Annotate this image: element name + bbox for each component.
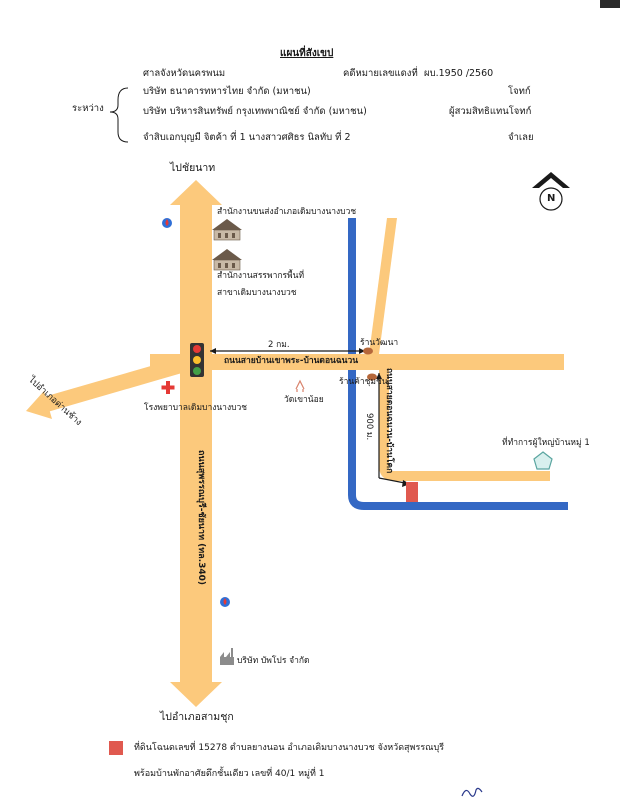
north-arrow xyxy=(532,172,570,211)
label-side-road: ถนนสายดอนฉนวน-บ้านโคก xyxy=(384,368,394,474)
role-defendant: จำเลย xyxy=(508,132,534,143)
temple-icon xyxy=(295,379,305,392)
party-defendant: จำสิบเอกบุญมี จิตค้า ที่ 1 นางสาวศศิธร น… xyxy=(143,132,351,143)
label-revenue-office-2: สาขาเดิมบางนางบวช xyxy=(217,288,297,298)
label-distance-2km: 2 กม. xyxy=(268,340,290,350)
label-main-road: ถนนสุพรรณบุรี-ชัยนาท (ทล.340) xyxy=(196,450,206,586)
hospital-icon xyxy=(161,381,175,394)
village-office-icon xyxy=(533,451,553,470)
party-plaintiff: บริษัท ธนาคารทหารไทย จำกัด (มหาชน) xyxy=(143,86,311,97)
shop-community-marker xyxy=(367,373,377,381)
main-road xyxy=(170,180,222,707)
label-east-road: ถนนสายบ้านเขาพระ-บ้านดอนฉนวน xyxy=(224,356,359,366)
role-plaintiff: โจทก์ xyxy=(508,86,531,97)
land-plot-marker xyxy=(406,482,418,502)
label-company: บริษัท บัพโปร จำกัด xyxy=(237,656,310,666)
traffic-light-icon xyxy=(190,343,204,377)
case-number: ผบ.1950 /2560 xyxy=(424,68,494,79)
label-to-samchuk: ไปอำเภอสามชุก xyxy=(160,711,234,723)
east-road xyxy=(150,354,564,370)
fuel-station-icon-south xyxy=(220,597,230,607)
case-label: คดีหมายเลขแดงที่ xyxy=(343,68,418,79)
label-hospital: โรงพยาบาลเดิมบางนางบวช xyxy=(144,403,248,413)
label-distance-900m: 900 ม. xyxy=(364,413,374,441)
brace xyxy=(109,87,129,143)
west-road xyxy=(26,357,182,419)
label-shop-watthana: ร้านวัฒนา xyxy=(360,338,399,348)
canal xyxy=(348,218,568,510)
north-branch-road xyxy=(369,218,397,354)
legend-line-2: พร้อมบ้านพักอาศัยตึกชั้นเดียว เลขที่ 40/… xyxy=(134,769,325,779)
label-to-chainat: ไปชัยนาท xyxy=(170,162,216,174)
role-successor: ผู้สวมสิทธิแทนโจทก์ xyxy=(449,106,532,117)
between-label: ระหว่าง xyxy=(72,103,104,114)
label-shop-community: ร้านค้าชุมชน xyxy=(339,377,388,387)
north-letter: N xyxy=(547,193,556,204)
shop-watthana-marker xyxy=(363,347,373,355)
label-temple: วัดเขาน้อย xyxy=(284,395,324,405)
side-road xyxy=(379,368,550,481)
legend-line-1: ที่ดินโฉนดเลขที่ 15278 ตำบลยางนอน อำเภอเ… xyxy=(134,743,445,753)
revenue-office-building-icon xyxy=(212,249,242,271)
distance-2km-arrow xyxy=(210,348,365,354)
legend-plot-swatch xyxy=(109,741,123,755)
map-title: แผนที่สังเขป xyxy=(280,48,334,59)
signature-mark xyxy=(461,787,483,797)
court-name: ศาลจังหวัดนครพนม xyxy=(143,68,226,79)
label-village-office: ที่ทำการผู้ใหญ่บ้านหมู่ 1 xyxy=(502,438,590,448)
transport-office-building-icon xyxy=(212,219,242,241)
scan-corner-mark xyxy=(600,0,620,8)
party-successor: บริษัท บริหารสินทรัพย์ กรุงเทพพาณิชย์ จำ… xyxy=(143,106,367,117)
label-transport-office: สำนักงานขนส่งอำเภอเดิมบางนางบวช xyxy=(217,207,357,217)
label-revenue-office-1: สำนักงานสรรพากรพื้นที่ xyxy=(217,271,305,281)
company-factory-icon xyxy=(220,648,234,665)
fuel-station-icon-north xyxy=(162,218,172,228)
